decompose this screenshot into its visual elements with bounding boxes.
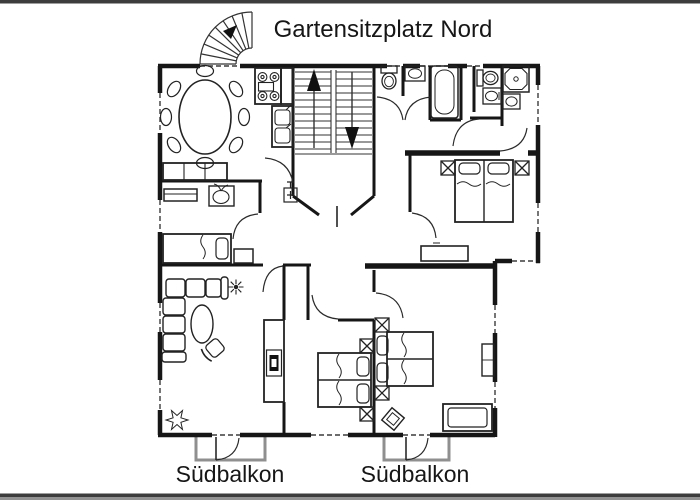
stool-icon: [380, 406, 406, 432]
stairs-down-arrow-icon: [345, 72, 359, 149]
toilet-icon: [380, 65, 398, 90]
door-bathroom1-left: [376, 96, 404, 121]
bedside-table-x-icon: [359, 338, 375, 422]
balcony-door-right: [405, 437, 429, 461]
fireplace-icon: [263, 319, 285, 403]
window-bottom-bar: [0, 493, 700, 497]
door-bedroom-top-right: [411, 212, 437, 239]
double-bed-top-icon: [454, 159, 514, 223]
door-living-room: [262, 265, 284, 293]
radiator-shelf-icon: [481, 343, 495, 377]
doors: [215, 96, 528, 461]
balcony-label-right: Südbalkon: [361, 461, 470, 487]
washbasin-icon: [482, 87, 502, 105]
door-shower-room: [499, 127, 528, 152]
balcony-door-left: [215, 437, 240, 461]
door-bathroom2: [452, 118, 480, 147]
wall-shelf-icon: [163, 188, 198, 202]
bathroom-2: [476, 65, 530, 110]
door-middle-left-room: [232, 213, 259, 240]
nightstand-icon: [233, 248, 254, 264]
washbasin-icon: [502, 93, 521, 110]
kitchen-sink-icon: [271, 104, 294, 148]
washbasin-icon: [404, 65, 426, 82]
curved-entrance-stair-icon: [199, 11, 253, 65]
potted-plant-stand-icon: [208, 183, 235, 207]
sideboard-icon: [162, 162, 228, 181]
bedroom-middle: [317, 338, 375, 422]
window-bottom-edge: [0, 497, 700, 500]
shower-icon: [502, 65, 530, 93]
stairs-up-arrow-icon: [307, 69, 321, 148]
kitchen: [254, 67, 294, 148]
bench-icon: [442, 403, 493, 432]
bathroom-1: [380, 65, 459, 119]
flower-icon: [228, 279, 244, 295]
dresser-icon: [420, 242, 469, 262]
balcony-south-left: [194, 436, 267, 462]
door-dining-hall: [264, 157, 294, 184]
living-room: [161, 276, 285, 431]
thick-wall-path: [365, 150, 540, 269]
middle-left-room: [162, 183, 254, 264]
doorbell-box-icon: [283, 181, 298, 203]
bathtub-icon: [430, 65, 459, 119]
dining-chairs-icon: [159, 64, 251, 170]
door-bathroom1-right: [404, 96, 432, 121]
bedroom-top-right: [420, 159, 530, 262]
dining-room: [159, 64, 251, 181]
coffee-table-icon: [190, 304, 214, 344]
armchair-icon: [200, 338, 225, 362]
plan-title: Gartensitzplatz Nord: [274, 16, 493, 43]
single-bed-icon: [162, 233, 232, 264]
door-bedroom-middle: [311, 294, 339, 320]
entrance-stair-arrow-icon: [223, 25, 237, 39]
balcony-label-left: Südbalkon: [176, 461, 285, 487]
window-top-bar: [0, 0, 700, 4]
door-bedroom-right: [375, 292, 404, 319]
toilet-icon: [476, 69, 499, 87]
floor-plant-icon: [164, 409, 190, 431]
double-bed-middle-icon: [317, 352, 372, 408]
double-bed-right-icon: [376, 331, 434, 387]
l-sofa-icon: [161, 276, 229, 363]
staircase-icon: [295, 69, 372, 155]
bedside-table-x-icon: [374, 317, 390, 401]
balcony-south-right: [382, 436, 451, 462]
refrigerator-icon: [280, 67, 294, 105]
bedside-table-x-icon: [440, 160, 530, 176]
bedroom-right: [374, 317, 495, 432]
dining-table-icon: [178, 79, 232, 155]
